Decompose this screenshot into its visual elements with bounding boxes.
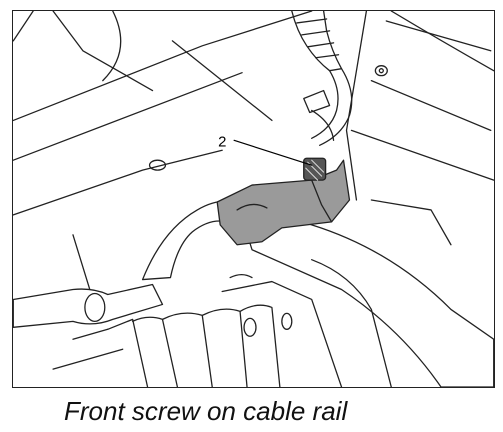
drive-boot (239, 304, 281, 387)
body-panel-line (171, 40, 273, 122)
body-panel-line (52, 11, 154, 92)
callout-leader (233, 139, 313, 166)
body-panel-line (370, 199, 452, 246)
bracket-edge (236, 203, 268, 211)
callout-number-2: 2 (218, 133, 226, 150)
body-panel-line (13, 11, 313, 122)
body-panel-line (370, 79, 492, 132)
body-panel-line (52, 348, 124, 370)
body-panel-line (72, 328, 109, 340)
cable-boot (296, 18, 340, 59)
clip-outline (311, 109, 335, 141)
drive-shaft (221, 280, 343, 387)
shaft-nut (243, 317, 257, 337)
cable-line (319, 68, 353, 146)
hole-outline (148, 159, 167, 171)
bar-end (84, 292, 106, 322)
drive-boot (161, 312, 213, 387)
stabilizer-bar (236, 201, 494, 387)
drive-shaft (229, 273, 253, 279)
illustration-frame: 2 (12, 10, 495, 388)
body-panel-line (345, 11, 368, 201)
figure-caption: Front screw on cable rail (64, 396, 348, 426)
body-panel-line (311, 259, 392, 387)
hole-outline (374, 65, 388, 77)
hole-outline (378, 68, 384, 74)
body-panel-line (13, 149, 223, 216)
cable-line (311, 70, 339, 139)
bracket (216, 159, 351, 246)
body-panel-line (13, 72, 243, 161)
body-panel-line (72, 234, 94, 301)
body-panel-line (385, 20, 492, 52)
shaft-nut (281, 312, 293, 330)
cable-boot (291, 11, 343, 72)
mechanical-line-drawing: 2 (13, 11, 494, 387)
drive-boot (201, 308, 248, 387)
drive-boot (107, 318, 149, 387)
bracket-edge (311, 179, 333, 223)
body-panel-line (102, 11, 122, 82)
body-panel-line (13, 11, 34, 42)
body-panel-line (350, 129, 494, 181)
clip-outline (303, 89, 331, 114)
body-panel-line (390, 11, 494, 72)
